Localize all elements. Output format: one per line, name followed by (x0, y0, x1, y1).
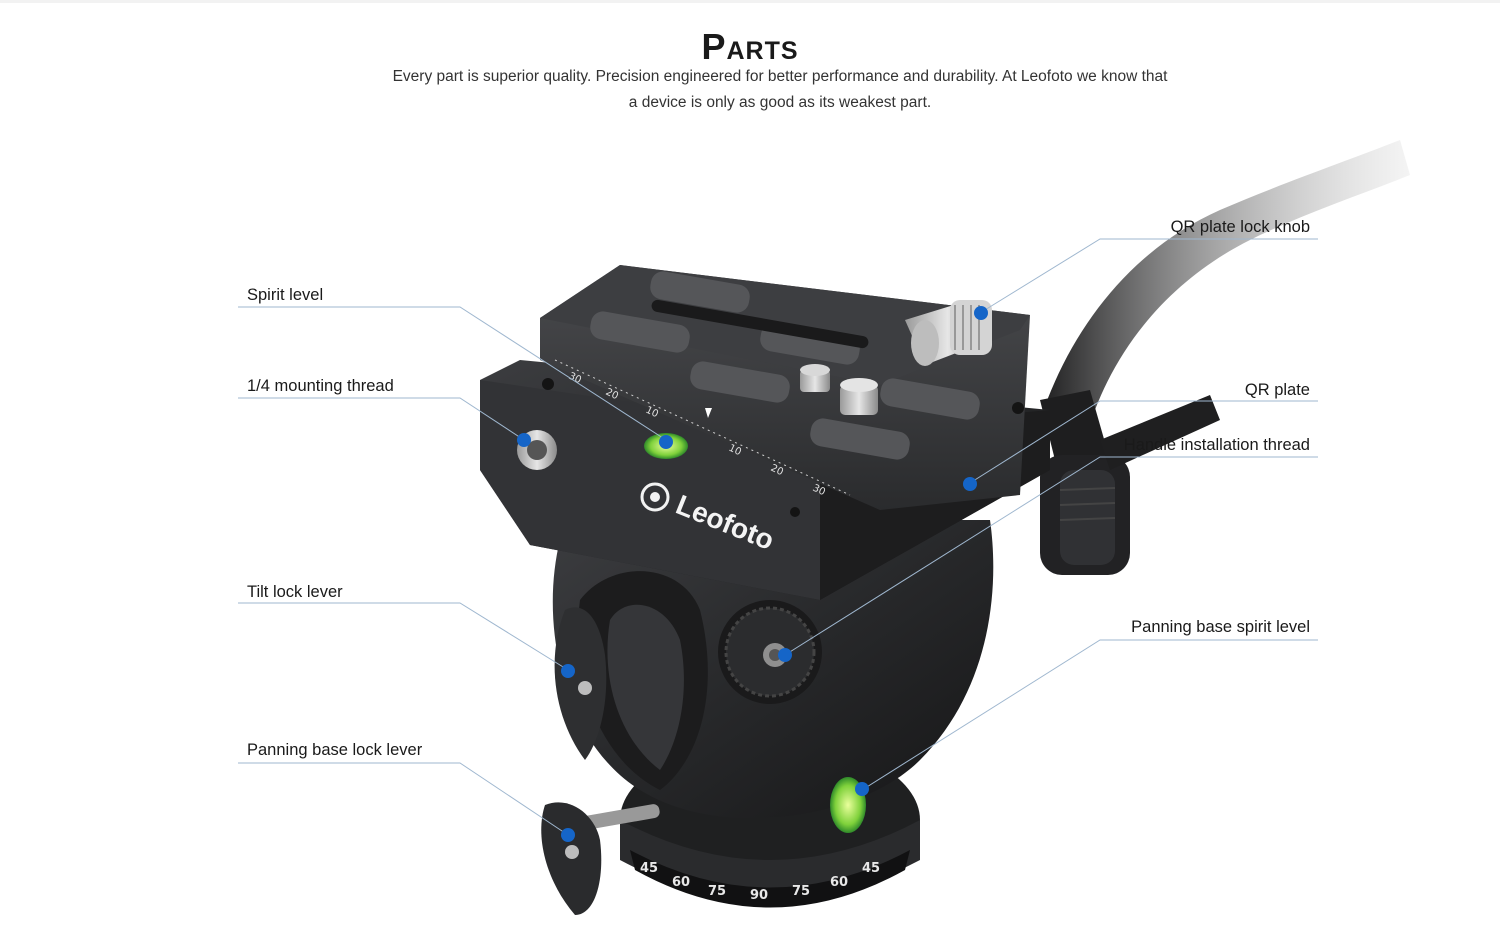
svg-text:75: 75 (792, 884, 810, 899)
handle-thread-knob (718, 600, 822, 704)
handle-short-arm (1100, 395, 1220, 470)
svg-text:45: 45 (862, 861, 880, 876)
svg-text:60: 60 (672, 875, 690, 890)
marker-spirit-level (659, 435, 673, 449)
top-divider (0, 0, 1500, 3)
marker-qr-plate-lock-knob (974, 306, 988, 320)
svg-text:60: 60 (830, 875, 848, 890)
svg-text:90: 90 (750, 888, 768, 903)
marker-handle-installation-thread (778, 648, 792, 662)
knurled-pads (590, 271, 980, 460)
label-mounting-thread: 1/4 mounting thread (247, 377, 394, 395)
pan-scale-ring (630, 850, 910, 908)
pan-scale-marks: 45 60 75 90 75 60 45 (640, 861, 880, 903)
label-panning-base-spirit-level: Panning base spirit level (1131, 618, 1310, 636)
callout-markers (517, 306, 988, 842)
svg-text:20: 20 (769, 463, 785, 478)
marker-mounting-thread (517, 433, 531, 447)
label-qr-plate: QR plate (1244, 381, 1310, 399)
svg-text:20: 20 (604, 387, 620, 402)
label-panning-base-lock-lever: Panning base lock lever (247, 741, 423, 759)
label-spirit-level: Spirit level (247, 286, 324, 304)
svg-text:10: 10 (727, 443, 743, 458)
svg-text:10: 10 (644, 405, 660, 420)
plate-screws (800, 364, 878, 415)
marker-panning-base-lock-lever (561, 828, 575, 842)
qr-lock-knob (905, 300, 992, 366)
page-subtitle: Every part is superior quality. Precisio… (392, 68, 1168, 111)
handle-collar (1040, 455, 1130, 575)
marker-panning-base-spirit-level (855, 782, 869, 796)
marker-tilt-lock-lever (561, 664, 575, 678)
svg-text:30: 30 (811, 483, 827, 498)
svg-text:30: 30 (567, 371, 583, 386)
clamp-scale: 30 20 10 10 20 30 (554, 359, 851, 498)
svg-text:45: 45 (640, 861, 658, 876)
label-tilt-lock-lever: Tilt lock lever (247, 583, 343, 601)
pan-lock-lever (541, 802, 660, 915)
marker-qr-plate (963, 477, 977, 491)
label-handle-installation-thread: Handle installation thread (1123, 436, 1310, 454)
leader-lines (238, 238, 1318, 836)
page-title: Parts (701, 26, 799, 67)
label-qr-plate-lock-knob: QR plate lock knob (1170, 218, 1310, 236)
svg-text:75: 75 (708, 884, 726, 899)
